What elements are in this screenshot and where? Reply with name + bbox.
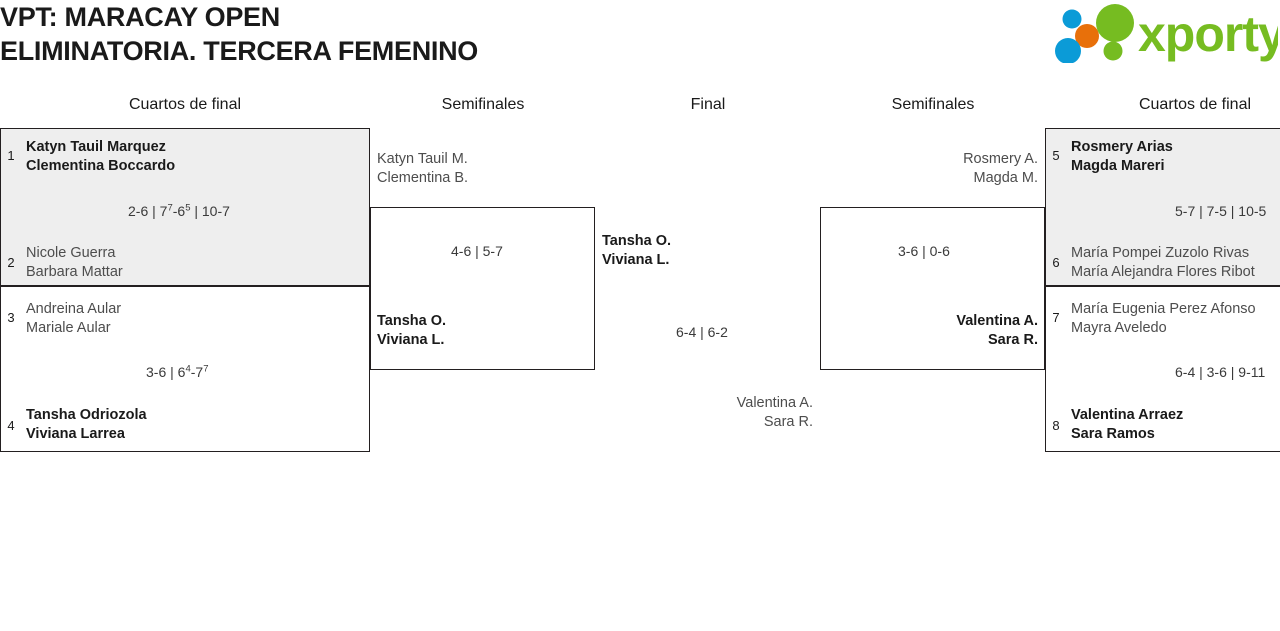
round-header-quarterfinals-right: Cuartos de final [1138,96,1252,113]
score-final: 6-4 | 6-2 [676,324,728,340]
round-header-quarterfinals-left: Cuartos de final [128,96,242,113]
player-name: Valentina A. [956,313,1038,329]
team-qf1-right-top[interactable]: Rosmery Arias Magda Mareri [1071,138,1173,176]
seed-number: 4 [7,418,15,433]
score-qf2-right: 6-4 | 3-6 | 9-11 [1175,364,1266,380]
player-name: Clementina B. [377,170,469,186]
team-qf2-right-top[interactable]: María Eugenia Perez Afonso Mayra Aveledo [1071,300,1256,338]
player-name: Viviana L. [377,332,445,348]
seed-number: 2 [7,255,15,270]
player-name: Magda Mareri [1071,158,1165,174]
player-name: Nicole Guerra [26,245,116,261]
player-name: Clementina Boccardo [26,158,176,174]
round-header-semifinals-left: Semifinales [441,96,525,113]
player-name: Tansha O. [602,233,672,249]
team-sf-left-top[interactable]: Katyn Tauil M. Clementina B. [377,150,468,188]
player-name: Rosmery Arias [1071,139,1173,155]
match-box-qf1-right[interactable] [1045,128,1280,286]
tournament-name: VPT: MARACAY OPEN [0,2,280,32]
team-qf1-bottom[interactable]: Nicole Guerra Barbara Mattar [26,244,123,282]
team-qf1-right-bottom[interactable]: María Pompei Zuzolo Rivas María Alejandr… [1071,244,1255,282]
team-sf-left-bottom[interactable]: Tansha O. Viviana L. [377,312,446,350]
player-name: María Alejandra Flores Ribot [1071,264,1255,280]
match-box-sf-left[interactable] [370,207,595,370]
xporty-logo[interactable]: xporty [1050,3,1278,63]
dot-blue-small-icon [1062,9,1082,29]
player-name: Sara R. [988,332,1038,348]
score-qf2-left: 3-6 | 64-77 [146,363,209,380]
player-name: Katyn Tauil M. [377,151,468,167]
seed-number: 7 [1052,310,1060,325]
player-name: María Eugenia Perez Afonso [1071,301,1256,317]
player-name: Tansha Odriozola [26,407,147,423]
seed-number: 5 [1052,148,1060,163]
player-name: Viviana L. [602,252,670,268]
player-name: Sara Ramos [1071,426,1155,442]
player-name: Mayra Aveledo [1071,320,1167,336]
dot-orange-icon [1075,24,1099,48]
seed-number: 6 [1052,255,1060,270]
player-name: Katyn Tauil Marquez [26,139,166,155]
player-name: Valentina Arraez [1071,407,1184,423]
match-box-qf2-right[interactable] [1045,286,1280,452]
match-box-qf1-left[interactable] [0,128,370,286]
player-name: María Pompei Zuzolo Rivas [1071,245,1250,261]
seed-number: 8 [1052,418,1060,433]
team-sf-right-bottom[interactable]: Valentina A. Sara R. [838,312,1038,350]
team-sf-right-top[interactable]: Rosmery A. Magda M. [838,150,1038,188]
player-name: Mariale Aular [26,320,111,336]
team-qf2-bottom[interactable]: Tansha Odriozola Viviana Larrea [26,406,147,444]
tournament-category: ELIMINATORIA. TERCERA FEMENINO [0,35,479,66]
player-name: Valentina A. [736,395,813,411]
dot-blue-large-icon [1055,38,1081,63]
player-name: Andreina Aular [26,301,122,317]
seed-number: 3 [7,310,15,325]
team-final-bottom[interactable]: Valentina A. Sara R. [613,394,813,432]
page-title: VPT: MARACAY OPEN ELIMINATORIA. TERCERA … [0,0,478,68]
team-qf2-right-bottom[interactable]: Valentina Arraez Sara Ramos [1071,406,1183,444]
match-box-sf-right[interactable] [820,207,1045,370]
logo-wordmark: xporty [1138,6,1278,62]
player-name: Viviana Larrea [26,426,125,442]
page-header: VPT: MARACAY OPEN ELIMINATORIA. TERCERA … [0,0,1280,92]
team-final-top[interactable]: Tansha O. Viviana L. [602,232,671,270]
player-name: Barbara Mattar [26,264,123,280]
match-box-qf2-left[interactable] [0,286,370,452]
player-name: Magda M. [973,170,1038,186]
round-header-semifinals-right: Semifinales [891,96,975,113]
score-sf-left: 4-6 | 5-7 [451,243,503,259]
team-qf1-top[interactable]: Katyn Tauil Marquez Clementina Boccardo [26,138,175,176]
dot-green-large-icon [1096,4,1134,42]
round-header-final: Final [690,96,726,113]
seed-number: 1 [7,148,15,163]
player-name: Sara R. [763,414,813,430]
player-name: Rosmery A. [963,151,1038,167]
score-sf-right: 3-6 | 0-6 [898,243,950,259]
team-qf2-top[interactable]: Andreina Aular Mariale Aular [26,300,121,338]
player-name: Tansha O. [377,313,447,329]
score-qf1-right: 5-7 | 7-5 | 10-5 [1175,203,1267,219]
score-qf1-left: 2-6 | 77-65 | 10-7 [128,202,230,219]
dot-green-small-icon [1103,41,1123,61]
